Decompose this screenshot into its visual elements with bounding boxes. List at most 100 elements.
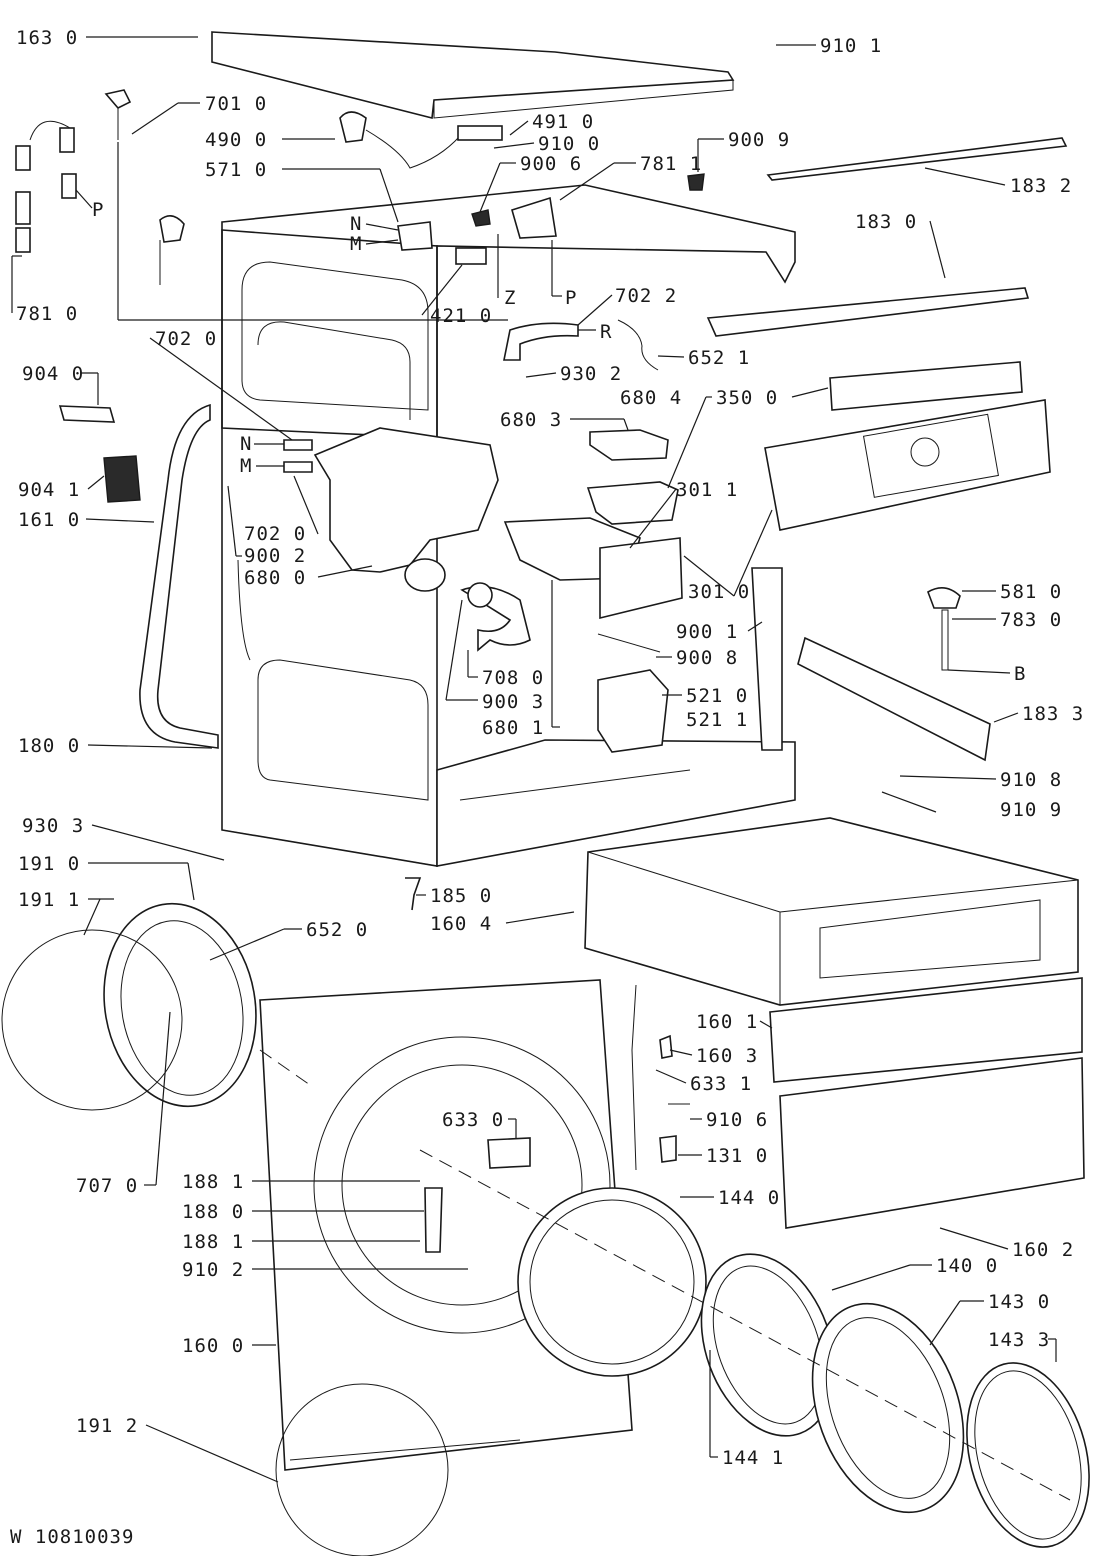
- label-191-1: 191 1: [18, 889, 80, 911]
- label-652-1: 652 1: [688, 347, 750, 369]
- valve-top: [511, 196, 557, 239]
- label-707-0: 707 0: [76, 1175, 138, 1197]
- rail-side: [797, 636, 991, 762]
- door-gasket-seal: [139, 403, 219, 749]
- foot: [405, 877, 422, 911]
- label-191-2: 191 2: [76, 1415, 138, 1437]
- label-571-0: 571 0: [205, 159, 267, 181]
- label-702-0-mid: 702 0: [244, 523, 306, 545]
- pressure-switch: [927, 587, 961, 609]
- cable: [617, 319, 659, 371]
- door-frame-outer: [811, 1302, 965, 1514]
- top-cover: [211, 31, 735, 120]
- label-188-1-lower: 188 1: [182, 1231, 244, 1253]
- door-hinge: [424, 1187, 443, 1253]
- label-160-2: 160 2: [1012, 1239, 1074, 1261]
- label-900-2: 900 2: [244, 545, 306, 567]
- kick-panel-lower: [779, 1057, 1085, 1229]
- label-163-0: 163 0: [16, 27, 78, 49]
- label-910-0: 910 0: [538, 133, 600, 155]
- label-160-1: 160 1: [696, 1011, 758, 1033]
- label-421-0: 421 0: [430, 305, 492, 327]
- front-panel: [259, 979, 633, 1471]
- label-491-0: 491 0: [532, 111, 594, 133]
- label-350-0: 350 0: [716, 387, 778, 409]
- drain-hose: [460, 585, 531, 652]
- label-letter-m: M: [240, 455, 252, 477]
- wire-harness: [631, 984, 637, 1171]
- label-910-8: 910 8: [1000, 769, 1062, 791]
- rail-top: [766, 137, 1068, 181]
- label-letter-n: N: [240, 433, 252, 455]
- label-581-0: 581 0: [1000, 581, 1062, 603]
- label-910-6: 910 6: [706, 1109, 768, 1131]
- label-191-0: 191 0: [18, 853, 80, 875]
- label-letter-p-mid: P: [565, 287, 577, 309]
- label-301-0: 301 0: [688, 581, 750, 603]
- label-letter-b: B: [1014, 663, 1026, 685]
- label-680-4: 680 4: [620, 387, 682, 409]
- connector: [455, 247, 487, 265]
- drawer-cup: [586, 481, 679, 525]
- label-180-0: 180 0: [18, 735, 80, 757]
- label-144-0: 144 0: [718, 1187, 780, 1209]
- label-letter-n-top: N: [350, 213, 362, 235]
- label-900-1: 900 1: [676, 621, 738, 643]
- label-144-1: 144 1: [722, 1447, 784, 1469]
- label-904-1: 904 1: [18, 479, 80, 501]
- label-708-0: 708 0: [482, 667, 544, 689]
- label-900-9: 900 9: [728, 129, 790, 151]
- control-panel: [764, 399, 1051, 531]
- label-143-0: 143 0: [988, 1291, 1050, 1313]
- label-188-1-upper: 188 1: [182, 1171, 244, 1193]
- label-185-0: 185 0: [430, 885, 492, 907]
- label-letter-r: R: [600, 321, 612, 343]
- label-143-3: 143 3: [988, 1329, 1050, 1351]
- label-183-0: 183 0: [855, 211, 917, 233]
- label-letter-p-left: P: [92, 199, 104, 221]
- label-633-0: 633 0: [442, 1109, 504, 1131]
- rail-frame: [706, 287, 1030, 337]
- label-183-3: 183 3: [1022, 703, 1084, 725]
- label-letter-z: Z: [504, 287, 516, 309]
- label-701-0: 701 0: [205, 93, 267, 115]
- label-188-0: 188 0: [182, 1201, 244, 1223]
- fill-hose: [503, 322, 579, 361]
- label-160-4: 160 4: [430, 913, 492, 935]
- drawer-part: [589, 429, 669, 461]
- label-letter-m-top: M: [350, 233, 362, 255]
- label-702-0-top: 702 0: [155, 328, 217, 350]
- control-pcb: [829, 361, 1023, 411]
- label-781-1: 781 1: [640, 153, 702, 175]
- label-904-0: 904 0: [22, 363, 84, 385]
- label-521-0: 521 0: [686, 685, 748, 707]
- label-633-1: 633 1: [690, 1073, 752, 1095]
- plinth-base: [584, 817, 1079, 1006]
- door-frame-inner: [517, 1187, 707, 1377]
- label-900-8: 900 8: [676, 647, 738, 669]
- label-490-0: 490 0: [205, 129, 267, 151]
- label-160-0: 160 0: [182, 1335, 244, 1357]
- label-680-3: 680 3: [500, 409, 562, 431]
- label-680-1: 680 1: [482, 717, 544, 739]
- valve: [397, 221, 433, 251]
- label-140-0: 140 0: [936, 1255, 998, 1277]
- label-702-2: 702 2: [615, 285, 677, 307]
- label-930-2: 930 2: [560, 363, 622, 385]
- label-680-0: 680 0: [244, 567, 306, 589]
- label-910-9: 910 9: [1000, 799, 1062, 821]
- label-900-3: 900 3: [482, 691, 544, 713]
- label-781-0: 781 0: [16, 303, 78, 325]
- label-910-2: 910 2: [182, 1259, 244, 1281]
- door-bellows: [103, 902, 257, 1108]
- door-ring: [966, 1362, 1090, 1548]
- cabinet-frame: [221, 184, 796, 439]
- label-161-0: 161 0: [18, 509, 80, 531]
- plug-cable: [339, 111, 367, 143]
- label-131-0: 131 0: [706, 1145, 768, 1167]
- assembly-axis-lines: [259, 1049, 1071, 1501]
- label-783-0: 783 0: [1000, 609, 1062, 631]
- label-183-2: 183 2: [1010, 175, 1072, 197]
- label-521-1: 521 1: [686, 709, 748, 731]
- label-900-6: 900 6: [520, 153, 582, 175]
